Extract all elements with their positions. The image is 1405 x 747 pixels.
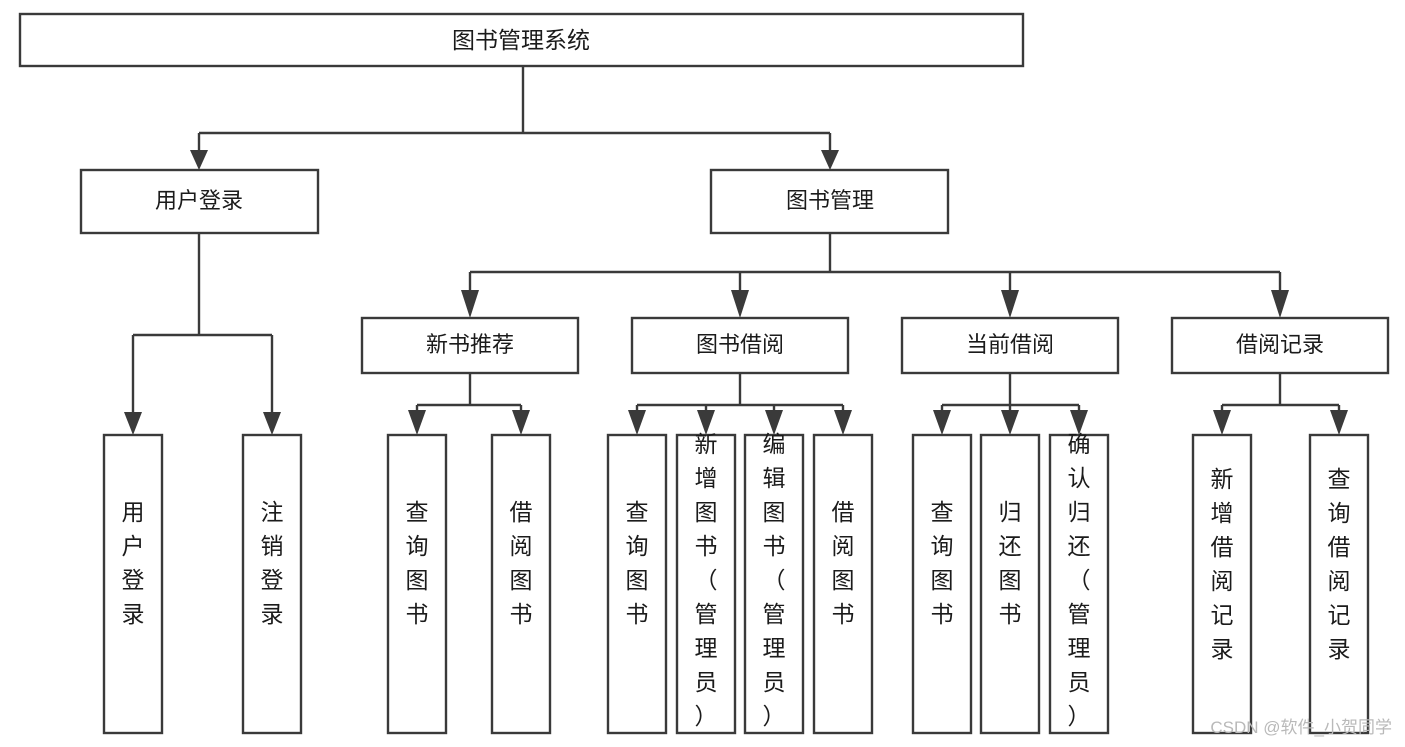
node-user-login-label: 用户登录 [155,188,243,213]
leaf-br-add-record-label: 新增借阅记录 [1211,466,1234,662]
arrow-head-bb-leaf-3 [765,410,783,435]
leaf-node[interactable]: 借阅图书 [490,433,552,735]
leaf-logout-label: 注销登录 [261,499,284,627]
leaf-node[interactable]: 新增图书（管理员） [675,431,737,735]
leaf-node[interactable]: 查询图书 [606,433,668,735]
leaf-nb-borrow-book-label: 借阅图书 [510,499,533,627]
leaf-node[interactable]: 查询图书 [911,433,973,735]
arrow-head-cb-leaf-2 [1001,410,1019,435]
node-book-borrow-box[interactable] [630,316,850,375]
leaf-node[interactable]: 编辑图书（管理员） [743,431,805,735]
node-current-borrow-box[interactable] [900,316,1120,375]
leaf-bb-query-book-box[interactable] [606,433,668,735]
leaf-node[interactable]: 查询图书 [386,433,448,735]
arrow-head-br-leaf-1 [1213,410,1231,435]
leaf-nb-query-book-box[interactable] [386,433,448,735]
leaf-cb-query-book-label: 查询图书 [931,499,954,627]
arrow-head-bb-leaf-1 [628,410,646,435]
leaf-node[interactable]: 注销登录 [241,433,303,735]
node-root-box[interactable] [18,12,1025,68]
node-new-book-recommend-box[interactable] [360,316,580,375]
leaf-br-query-record-label: 查询借阅记录 [1328,466,1351,662]
leaf-user-login-label: 用户登录 [122,499,145,627]
node-current-borrow[interactable]: 当前借阅 [900,316,1120,375]
leaf-br-query-record-box[interactable] [1308,433,1370,735]
leaf-nb-query-book-label: 查询图书 [406,499,429,627]
node-borrow-records-label: 借阅记录 [1236,332,1324,357]
node-new-book-recommend-label: 新书推荐 [426,332,514,357]
node-book-management-label: 图书管理 [786,188,874,213]
node-root-label: 图书管理系统 [452,27,590,53]
node-borrow-records-box[interactable] [1170,316,1390,375]
arrow-head-cb-leaf-1 [933,410,951,435]
leaf-bb-add-book-box[interactable] [675,433,737,735]
leaf-bb-edit-book-label: 编辑图书（管理员） [763,431,786,729]
leaf-bb-edit-book-box[interactable] [743,433,805,735]
arrow-head-book-mgmt [821,150,839,170]
leaf-node[interactable]: 查询借阅记录 [1308,433,1370,735]
leaf-node[interactable]: 用户登录 [102,433,164,735]
leaf-br-add-record-box[interactable] [1191,433,1253,735]
leaf-cb-confirm-return-box[interactable] [1048,433,1110,735]
node-book-borrow[interactable]: 图书借阅 [630,316,850,375]
leaf-logout-box[interactable] [241,433,303,735]
leaf-bb-add-book-label: 新增图书（管理员） [695,431,718,729]
node-root[interactable]: 图书管理系统 [18,12,1025,68]
arrow-head-bb-leaf-4 [834,410,852,435]
arrow-head-current-borrow [1001,290,1019,318]
arrow-head-nb-leaf-2 [512,410,530,435]
leaf-cb-return-book-box[interactable] [979,433,1041,735]
node-borrow-records[interactable]: 借阅记录 [1170,316,1390,375]
leaf-nb-borrow-book-box[interactable] [490,433,552,735]
node-book-management-box[interactable] [709,168,950,235]
arrow-head-leaf-user-login [124,412,142,435]
watermark-label: CSDN @软件_小贺同学 [1210,718,1392,737]
arrow-head-new-book [461,290,479,318]
leaf-node[interactable]: 归还图书 [979,433,1041,735]
arrow-head-borrow-records [1271,290,1289,318]
arrow-head-br-leaf-2 [1330,410,1348,435]
node-book-borrow-label: 图书借阅 [696,332,784,357]
leaf-node[interactable]: 新增借阅记录 [1191,433,1253,735]
arrow-head-bb-leaf-2 [697,410,715,435]
node-book-management[interactable]: 图书管理 [709,168,950,235]
connector-layer [124,66,1348,435]
arrow-head-nb-leaf-1 [408,410,426,435]
leaf-user-login-box[interactable] [102,433,164,735]
node-new-book-recommend[interactable]: 新书推荐 [360,316,580,375]
node-user-login-box[interactable] [79,168,320,235]
leaf-cb-query-book-box[interactable] [911,433,973,735]
leaf-bb-borrow-book-box[interactable] [812,433,874,735]
leaf-node[interactable]: 确认归还（管理员） [1048,431,1110,735]
leaf-cb-return-book-label: 归还图书 [999,499,1022,627]
arrow-head-user-login [190,150,208,170]
leaf-bb-query-book-label: 查询图书 [626,499,649,627]
arrow-head-leaf-logout [263,412,281,435]
arrow-head-book-borrow [731,290,749,318]
node-current-borrow-label: 当前借阅 [966,332,1054,357]
leaf-cb-confirm-return-label: 确认归还（管理员） [1068,431,1091,729]
arrow-head-cb-leaf-3 [1070,410,1088,435]
leaf-bb-borrow-book-label: 借阅图书 [832,499,855,627]
node-user-login[interactable]: 用户登录 [79,168,320,235]
leaf-node[interactable]: 借阅图书 [812,433,874,735]
